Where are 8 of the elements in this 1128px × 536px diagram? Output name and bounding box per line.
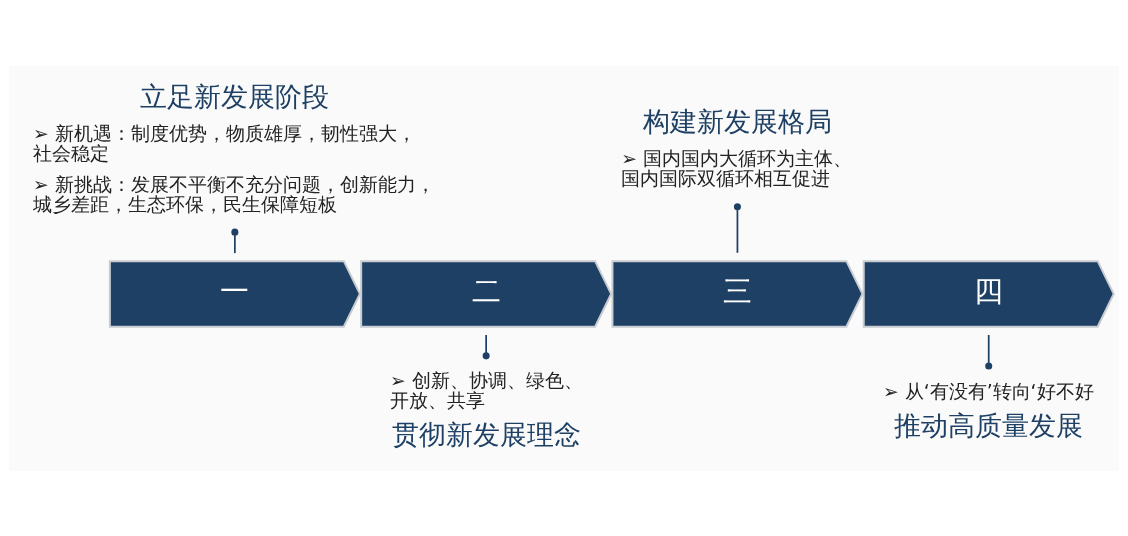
connector <box>985 333 993 369</box>
node-text: 构建新发展格局 ➢ 国内国内大循环为主体、国内国际双循环相互促进 <box>621 106 852 189</box>
connector <box>482 333 490 359</box>
node-text: ➢ 创新、协调、绿色、开放、共享 贯彻新发展理念 <box>389 369 583 450</box>
node-text: 立足新发展阶段 ➢ 新机遇：制度优势，物质雄厚，韧性强大，社会稳定 ➢ 新挑战：发展不平衡不充分问题，创新能力，城乡差距，生态环保，民生保障短板 <box>33 80 435 215</box>
node-text: ➢ 从‘有没有’转向‘好不好 推动高质量发展 <box>883 380 1094 441</box>
connector <box>733 202 741 254</box>
connector <box>231 228 239 254</box>
